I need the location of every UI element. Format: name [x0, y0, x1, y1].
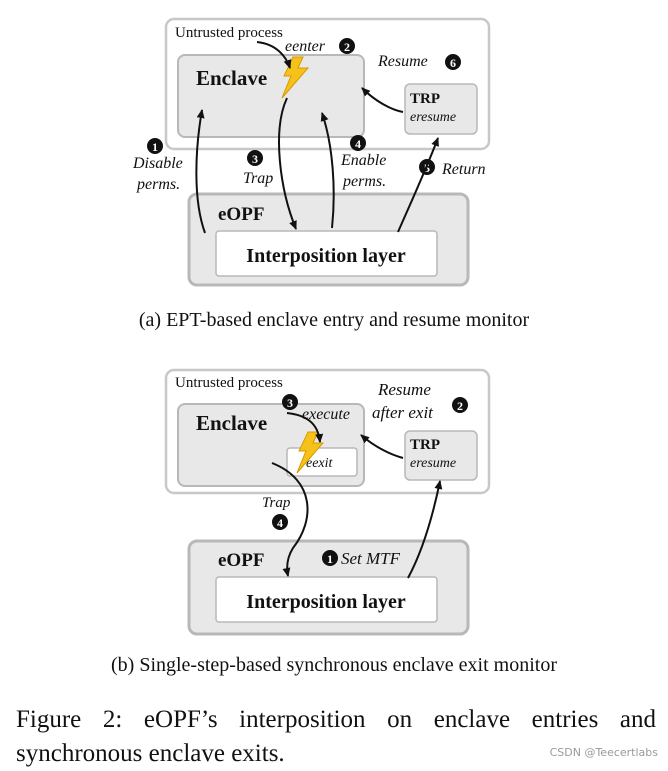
step-badge-a6 [445, 54, 461, 70]
arrow-enable-perms [320, 112, 335, 229]
step-number-a3: 3 [252, 152, 258, 166]
resume-label-a: Resume [377, 53, 428, 70]
step-number-b3: 3 [287, 396, 293, 410]
step-number-a6: 6 [450, 56, 456, 70]
step-number-a1: 1 [152, 140, 158, 154]
step-badge-a3 [247, 150, 263, 166]
execute-label: execute [302, 406, 350, 423]
arrow-trap-a [278, 97, 297, 230]
arrow-disable-perms [195, 109, 206, 234]
untrusted-process-label-a: Untrusted process [175, 25, 283, 41]
step-badge-a2 [339, 38, 355, 54]
enable-perms-label-line2: perms. [342, 173, 386, 190]
enable-perms-label-line1: Enable [340, 152, 386, 169]
enclave-label-a: Enclave [196, 66, 267, 90]
figure-caption: Figure 2: eOPF’s interposition on enclav… [16, 706, 656, 767]
interposition-layer-label-b: Interposition layer [246, 591, 406, 613]
interposition-layer-box-b [215, 576, 438, 623]
trap-label-a: Trap [243, 170, 273, 187]
eresume-label-a: eresume [410, 110, 456, 125]
arrow-execute [286, 412, 324, 443]
arrow-resume-after-exit [360, 434, 404, 459]
step-badge-a1 [147, 138, 163, 154]
caption-a: (a) EPT-based enclave entry and resume m… [138, 309, 530, 331]
panel-a: Untrusted process Enclave eenter 2 Resum… [132, 17, 491, 287]
resume-label-b-line2: after exit [372, 403, 434, 422]
arrow-resume-a [361, 87, 404, 113]
disable-perms-label-line2: perms. [136, 176, 180, 193]
step-number-a2: 2 [344, 40, 350, 54]
step-number-a5: 5 [424, 161, 430, 175]
step-number-b1: 1 [327, 552, 333, 566]
eexit-label: eexit [306, 456, 334, 471]
trap-label-b: Trap [262, 495, 291, 511]
caption-b: (b) Single-step-based synchronous enclav… [111, 654, 557, 676]
return-label-a: Return [441, 161, 486, 178]
eenter-label: eenter [285, 38, 326, 55]
eresume-label-b: eresume [410, 456, 456, 471]
untrusted-process-label-b: Untrusted process [175, 375, 283, 391]
arrow-eenter [256, 41, 292, 69]
arrow-return [397, 137, 439, 233]
watermark: CSDN @Teecertlabs [549, 746, 658, 759]
resume-label-b-line1: Resume [377, 380, 431, 399]
arrow-set-mtf-to-trp [407, 480, 443, 579]
trp-box-a [404, 83, 478, 135]
step-badge-b2 [452, 397, 468, 413]
step-number-b2: 2 [457, 399, 463, 413]
trp-label-a: TRP [410, 91, 440, 107]
trp-label-b: TRP [410, 437, 440, 453]
arrow-trap-b [271, 462, 309, 577]
trp-box-b [404, 430, 478, 481]
step-number-a4: 4 [355, 137, 361, 151]
enclave-label-b: Enclave [196, 411, 267, 435]
set-mtf-label: Set MTF [341, 549, 401, 568]
interposition-layer-box-a [215, 230, 438, 277]
interposition-layer-label-a: Interposition layer [246, 245, 406, 267]
disable-perms-label-line1: Disable [132, 155, 183, 172]
step-number-b4: 4 [277, 516, 283, 530]
panel-b: Untrusted process Enclave 3 execute eexi… [164, 368, 491, 636]
eopf-label-a: eOPF [218, 204, 264, 225]
step-badge-b4 [272, 514, 288, 530]
step-badge-a4 [350, 135, 366, 151]
step-badge-b3 [282, 394, 298, 410]
eopf-label-b: eOPF [218, 550, 264, 571]
step-badge-b1 [322, 550, 338, 566]
